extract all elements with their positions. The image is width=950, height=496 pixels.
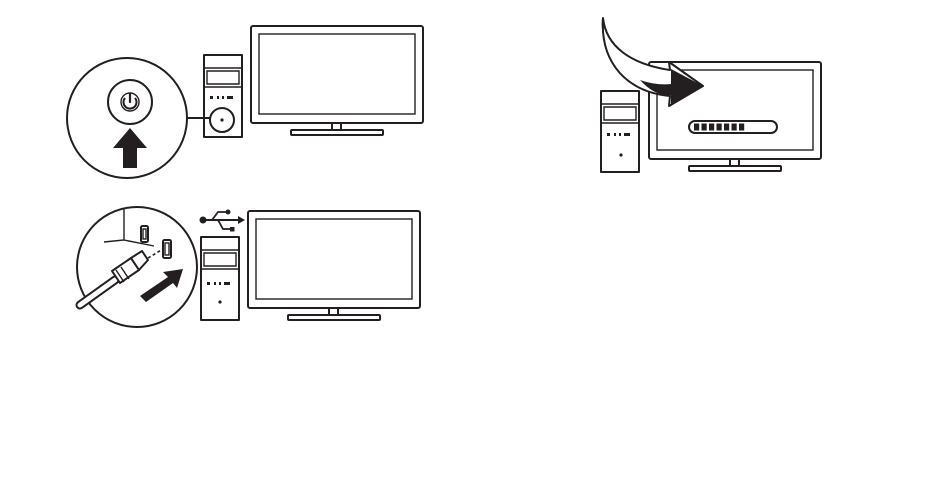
- usb-port-magnifier: [77, 207, 197, 327]
- computer-tower-icon: [204, 55, 242, 137]
- progress-segment: [724, 124, 729, 131]
- computer-tower-icon: [601, 91, 639, 172]
- monitor-icon: [251, 26, 423, 135]
- step-install-progress: [601, 18, 821, 172]
- progress-segment: [709, 124, 714, 131]
- progress-segment: [732, 124, 737, 131]
- power-button-magnifier: [67, 58, 187, 178]
- usb-icon: [200, 210, 246, 232]
- power-icon: [121, 93, 139, 111]
- progress-segment: [717, 124, 722, 131]
- step-connect-usb: [77, 207, 420, 327]
- progress-segment: [694, 124, 699, 131]
- progress-segment: [702, 124, 707, 131]
- progress-segments: [694, 124, 744, 131]
- progress-segment: [739, 124, 744, 131]
- computer-tower-icon: [201, 237, 239, 320]
- step-power-on: [67, 26, 423, 178]
- monitor-icon: [248, 211, 420, 320]
- progress-bar-icon: [689, 121, 777, 133]
